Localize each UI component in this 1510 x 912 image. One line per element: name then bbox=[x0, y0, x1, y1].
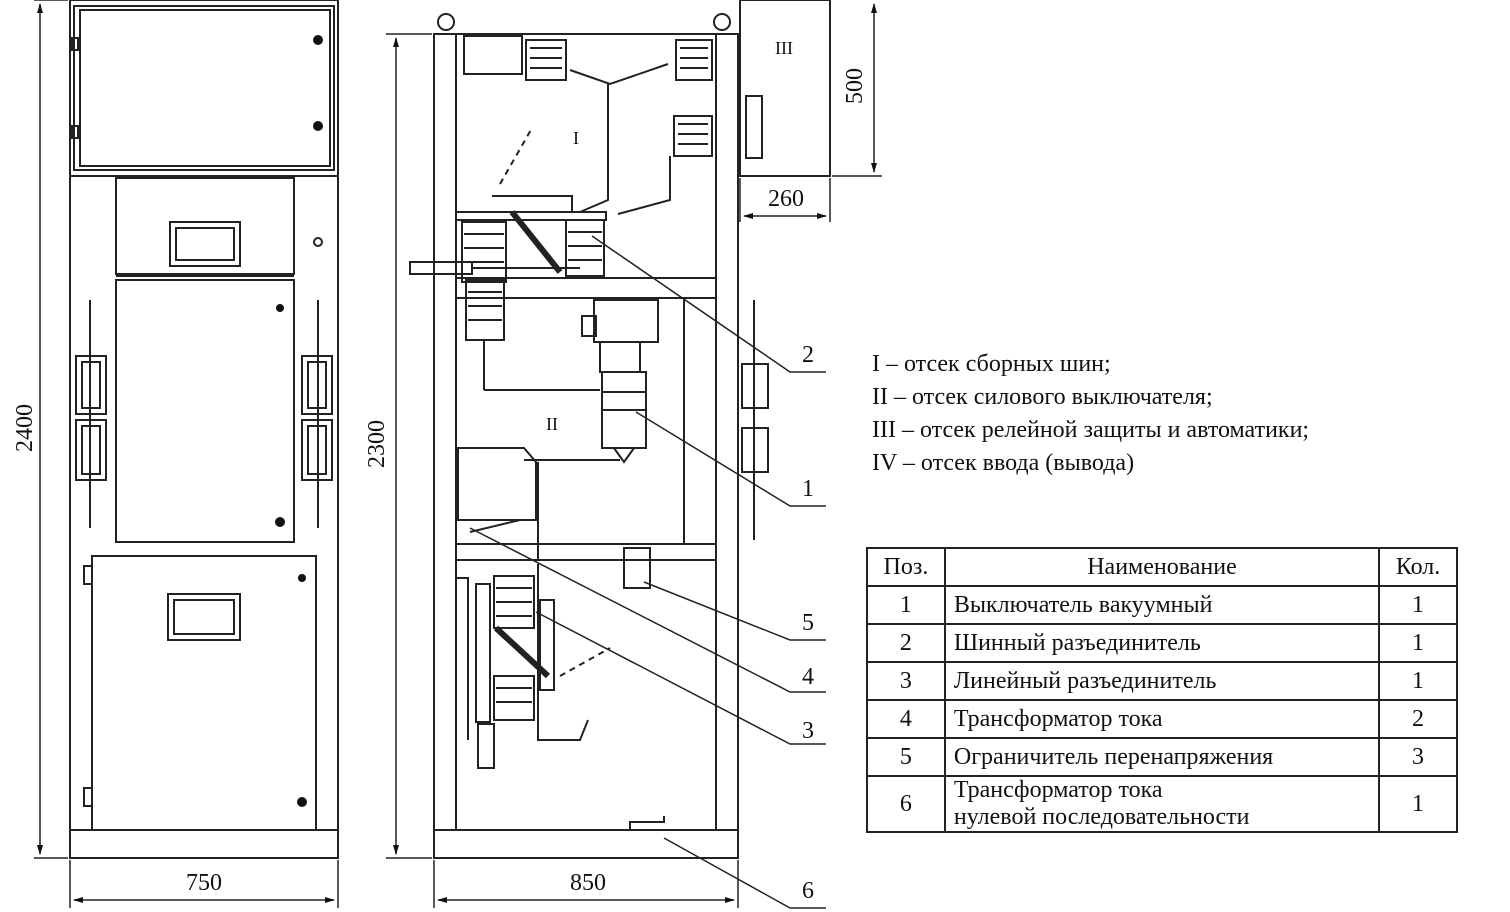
cell-qty: 1 bbox=[1378, 775, 1458, 833]
current-transformer bbox=[457, 447, 620, 560]
cell-name: Выключатель вакуумный bbox=[943, 585, 1381, 625]
vacuum-breaker bbox=[581, 299, 659, 464]
legend-item-3: III – отсек релейной защиты и автоматики… bbox=[872, 417, 1310, 443]
cell-qty: 2 bbox=[1378, 699, 1458, 739]
table-row: 1 Выключатель вакуумный 1 bbox=[866, 585, 1458, 625]
dim-side-width bbox=[433, 860, 739, 908]
relay-box-window bbox=[745, 95, 763, 159]
callout-2: 2 bbox=[802, 342, 814, 368]
cell-qty: 1 bbox=[1378, 585, 1458, 625]
side-view bbox=[409, 13, 739, 859]
relay-door bbox=[73, 5, 335, 171]
front-locks bbox=[275, 35, 323, 807]
table-row: 6 Трансформатор тока нулевой последовате… bbox=[866, 775, 1458, 833]
cell-name: Трансформатор тока bbox=[943, 699, 1381, 739]
leader-lines bbox=[469, 235, 826, 909]
dim-side-width-label: 850 bbox=[570, 870, 606, 896]
dim-relay-height-label: 500 bbox=[842, 68, 868, 104]
cell-name: Шинный разъединитель bbox=[943, 623, 1381, 663]
table-row: 5 Ограничитель перенапряжения 3 bbox=[866, 737, 1458, 777]
dim-relay-width bbox=[739, 178, 831, 222]
compartment-label-3: III bbox=[775, 38, 793, 58]
cell-qty: 3 bbox=[1378, 737, 1458, 777]
compartment-label-1: I bbox=[573, 128, 579, 148]
bus-drop bbox=[579, 84, 609, 213]
legend-item-2: II – отсек силового выключателя; bbox=[872, 384, 1213, 410]
dim-side-height-label: 2300 bbox=[364, 420, 390, 468]
table-row: 4 Трансформатор тока 2 bbox=[866, 699, 1458, 739]
legend-item-1: I – отсек сборных шин; bbox=[872, 351, 1111, 377]
callout-1: 1 bbox=[802, 476, 814, 502]
callout-3: 3 bbox=[802, 718, 814, 744]
callout-6: 6 bbox=[802, 878, 814, 904]
cell-pos: 2 bbox=[866, 623, 946, 663]
cable-door bbox=[91, 555, 317, 831]
col-header-name: Наименование bbox=[943, 547, 1381, 587]
cell-pos: 4 bbox=[866, 699, 946, 739]
spec-table: Поз. Наименование Кол. 1 Выключатель вак… bbox=[866, 547, 1458, 833]
cell-name-line-2: нулевой последовательности bbox=[953, 804, 1250, 830]
front-view bbox=[69, 0, 339, 859]
busbar-disconnector bbox=[409, 127, 607, 283]
cell-name: Трансформатор тока нулевой последователь… bbox=[943, 775, 1381, 833]
surge-arrester bbox=[623, 547, 651, 589]
callout-4: 4 bbox=[802, 664, 814, 690]
dim-relay-width-label: 260 bbox=[768, 186, 804, 212]
cell-pos: 3 bbox=[866, 661, 946, 701]
cell-qty: 1 bbox=[1378, 623, 1458, 663]
table-row: 2 Шинный разъединитель 1 bbox=[866, 623, 1458, 663]
cell-pos: 1 bbox=[866, 585, 946, 625]
cell-pos: 6 bbox=[866, 775, 946, 833]
dim-relay-height bbox=[832, 3, 882, 177]
dim-front-height-label: 2400 bbox=[12, 404, 38, 452]
dim-front-width-label: 750 bbox=[186, 870, 222, 896]
relay-box bbox=[739, 0, 831, 177]
line-disconnector bbox=[456, 564, 611, 769]
dim-side-height bbox=[386, 33, 432, 859]
breaker-upper-panel bbox=[115, 177, 295, 275]
compartment-label-2: II bbox=[546, 414, 558, 434]
cell-name: Ограничитель перенапряжения bbox=[943, 737, 1381, 777]
upper-insulators bbox=[525, 39, 713, 157]
breaker-door bbox=[115, 279, 295, 543]
callout-5: 5 bbox=[802, 610, 814, 636]
col-header-qty: Кол. bbox=[1378, 547, 1458, 587]
front-window-lower bbox=[167, 593, 241, 641]
side-door-handles bbox=[741, 300, 769, 540]
lifting-eye-left bbox=[437, 13, 455, 31]
front-base bbox=[69, 829, 339, 859]
busbar-block bbox=[463, 35, 523, 75]
cell-pos: 5 bbox=[866, 737, 946, 777]
table-header-row: Поз. Наименование Кол. bbox=[866, 547, 1458, 587]
dim-front-width bbox=[69, 860, 339, 908]
cell-name: Линейный разъединитель bbox=[943, 661, 1381, 701]
bus-link bbox=[569, 63, 669, 86]
cell-qty: 1 bbox=[1378, 661, 1458, 701]
table-row: 3 Линейный разъединитель 1 bbox=[866, 661, 1458, 701]
front-frame bbox=[69, 0, 339, 859]
zero-seq-ct bbox=[629, 816, 665, 830]
side-frame bbox=[433, 33, 739, 859]
front-right-handles bbox=[301, 300, 333, 528]
front-left-handles bbox=[75, 300, 107, 528]
col-header-pos: Поз. bbox=[866, 547, 946, 587]
legend-item-4: IV – отсек ввода (вывода) bbox=[872, 450, 1135, 476]
front-window-upper bbox=[169, 221, 241, 267]
lower-insulator bbox=[465, 279, 600, 391]
dim-front-height bbox=[34, 0, 68, 859]
relay-door-inner bbox=[79, 9, 331, 167]
cell-name-line-1: Трансформатор тока bbox=[953, 777, 1163, 803]
lifting-eye-right bbox=[713, 13, 731, 31]
